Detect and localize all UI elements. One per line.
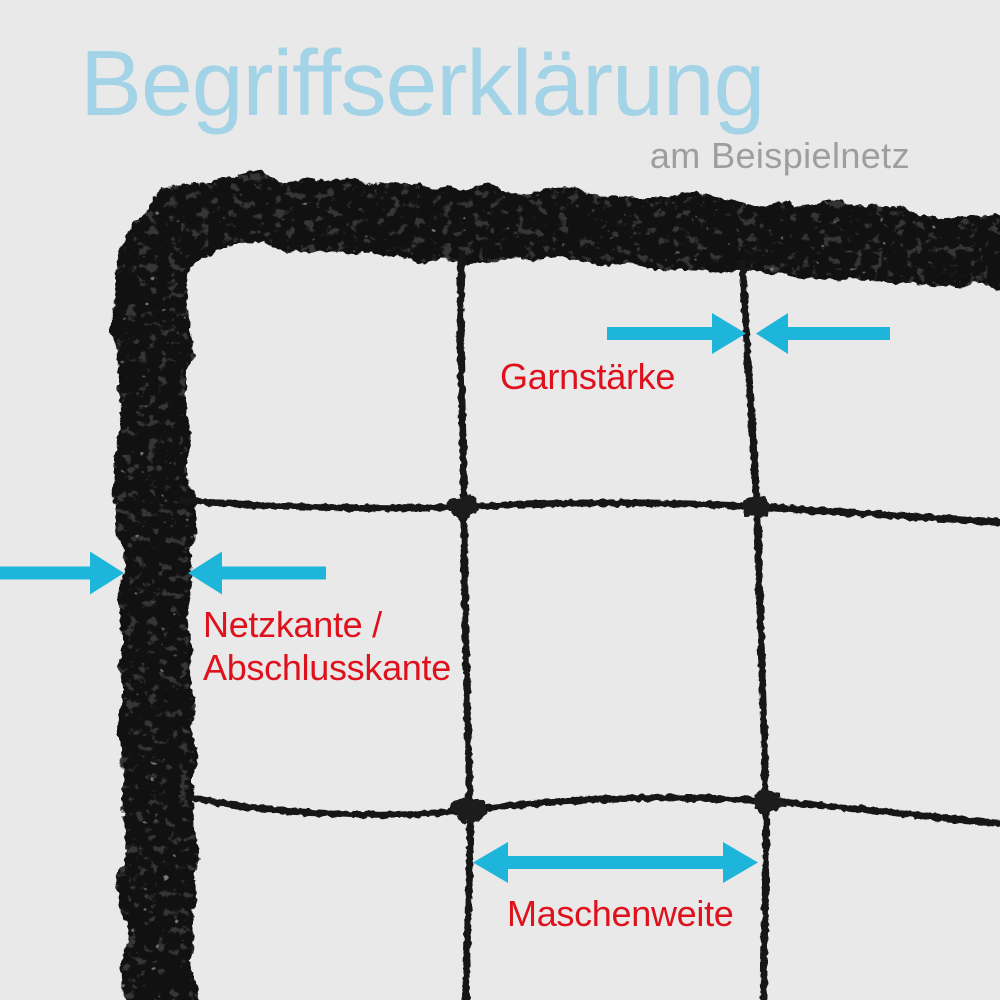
maschenweite-arrow — [473, 842, 758, 883]
net-knots — [449, 495, 782, 823]
label-maschenweite: Maschenweite — [507, 893, 734, 934]
knot — [454, 797, 486, 823]
mesh-vertical-line-1 — [457, 249, 474, 1000]
page-subtitle: am Beispielnetz — [649, 135, 910, 176]
garnstaerke-arrow-left — [607, 313, 746, 354]
knot — [754, 790, 782, 814]
mesh-horizontal-line-2 — [189, 793, 1000, 828]
label-netzkante: Netzkante / Abschlusskante — [203, 603, 451, 689]
knot — [449, 495, 479, 519]
mesh-horizontal-line-1 — [179, 496, 1000, 527]
netzkante-arrow-left — [0, 551, 124, 595]
netzkante-arrow-right — [188, 551, 326, 595]
label-netzkante-line1: Netzkante / — [203, 604, 382, 645]
knot — [743, 496, 771, 518]
garnstaerke-arrow-right — [756, 313, 890, 354]
label-garnstaerke: Garnstärke — [500, 356, 676, 397]
net-mesh — [179, 249, 1000, 1000]
mesh-vertical-line-2 — [738, 259, 770, 1000]
page-title: Begriffserklärung — [80, 31, 765, 135]
label-netzkante-line2: Abschlusskante — [203, 647, 451, 688]
annotation-arrows — [0, 313, 890, 883]
